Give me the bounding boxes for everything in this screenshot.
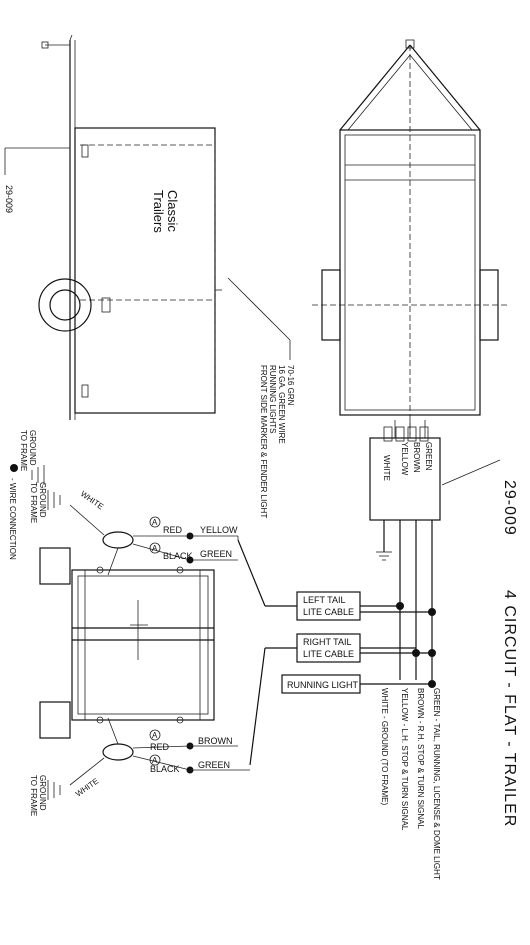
right-ground-2: TO FRAME [29,775,38,816]
left-yellow: YELLOW [200,525,238,535]
brand-line-2: Trailers [151,190,166,233]
trailer-plan-view [312,39,508,435]
wire-note-4: FRONT SIDE MARKER & FENDER LIGHT [259,365,268,518]
wire-note: 70-16 GRN 16 GA. GREEN WIRE RUNNING LIGH… [259,365,295,518]
left-lamp-mark: A [152,518,158,527]
left-lamp [69,504,239,576]
left-cable-line-1: LEFT TAIL [303,595,346,605]
right-black: BLACK [150,764,180,774]
pin-green: GREEN [424,442,433,471]
harness-wires [376,520,433,680]
brand-label: Classic Trailers [151,190,180,233]
legend-ground-1: GROUND [28,430,37,466]
trailer-side-view [4,34,222,420]
right-green: GREEN [198,760,230,770]
note-leader [227,277,291,341]
ref-number: 29-009 [4,185,14,213]
legend-white: WHITE - GROUND (TO FRAME) [380,688,389,806]
pin-white: WHITE [382,455,391,481]
legend-ground-2: TO FRAME [19,430,28,471]
left-red: RED [163,525,183,535]
wire-note-3: RUNNING LIGHTS [268,365,277,433]
legend-yellow: YELLOW - L.H. STOP & TURN SIGNAL [400,688,409,831]
left-ground-1: GROUND [38,482,47,518]
four-way-plug [369,420,441,521]
brand-line-1: Classic [165,190,180,232]
drawing-number: 29-009 [501,480,518,536]
ref-label: 29-009 [4,185,14,213]
title-block: 29-009 4 CIRCUIT - FLAT - TRAILER [501,480,518,827]
axle-assembly [39,547,215,739]
pin-yellow: YELLOW [400,442,409,476]
wire-legend: GREEN - TAIL, RUNNING, LICENSE & DOME LI… [432,688,441,880]
connection-dot-symbol [10,464,18,472]
plug-leader [441,459,501,486]
right-red: RED [150,742,170,752]
right-cable-line-2: LITE CABLE [303,649,354,659]
right-tail-cable: RIGHT TAIL LITE CABLE [249,633,432,766]
left-black: BLACK [163,551,193,561]
left-ground-2: TO FRAME [29,482,38,523]
diagram-title: 4 CIRCUIT - FLAT - TRAILER [501,590,518,827]
left-tail-cable: LEFT TAIL LITE CABLE [237,539,432,621]
legend-brown: BROWN - R.H. STOP & TURN SIGNAL [416,688,425,829]
right-lamp-mark-2: A [152,756,158,765]
right-lamp-mark: A [152,731,158,740]
running-light-label: RUNNING LIGHT [287,680,359,690]
legend-connection: - WIRE CONNECTION [8,478,17,560]
right-cable-line-1: RIGHT TAIL [303,637,352,647]
right-lamp [69,717,250,786]
right-white: WHITE [74,776,100,798]
left-cable-line-2: LITE CABLE [303,607,354,617]
pin-brown: BROWN [412,442,421,473]
right-brown: BROWN [198,736,233,746]
running-light: RUNNING LIGHT [281,674,432,694]
right-ground-symbol [47,780,61,800]
wire-note-2: 16 GA. GREEN WIRE [277,365,286,444]
left-white: WHITE [79,489,105,511]
right-ground-1: GROUND [38,775,47,811]
wire-note-1: 70-16 GRN [286,365,295,406]
legend-green: GREEN - TAIL, RUNNING, LICENSE & DOME LI… [432,688,441,880]
left-ground-symbol [47,490,61,510]
left-green: GREEN [200,549,232,559]
left-lamp-mark-2: A [152,544,158,553]
connection-legend [10,464,45,485]
